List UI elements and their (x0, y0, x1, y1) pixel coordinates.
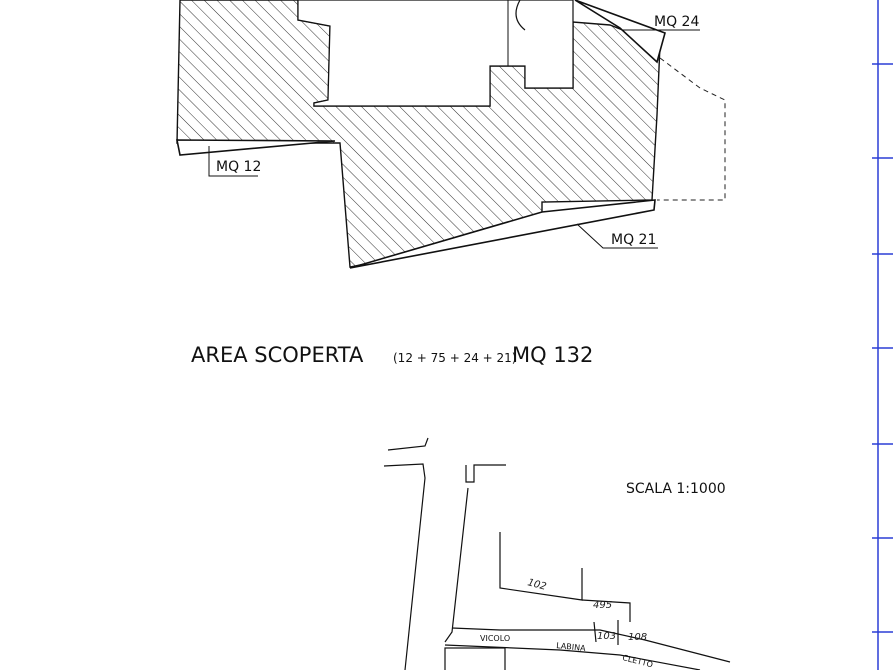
door-arc (515, 0, 526, 31)
cadastral-map (383, 437, 731, 670)
map-parcel-line (581, 599, 631, 622)
scale-label: SCALA 1:1000 (626, 481, 726, 497)
area-formula: (12 + 75 + 24 + 21) (393, 351, 517, 365)
street-word-cletto: CLETTO (622, 653, 654, 669)
mq12-label: MQ 12 (216, 159, 261, 175)
dashed-boundary (657, 57, 726, 201)
map-street-edge-left (387, 437, 429, 451)
parcel-label-102: 102 (526, 577, 547, 593)
page-ruler (872, 0, 893, 670)
mq21-strip (349, 199, 656, 269)
map-street-edge-mid (465, 464, 506, 483)
open-area-plan (176, 0, 726, 269)
map-street-edge-mid2 (444, 487, 469, 643)
map-tick2 (593, 621, 597, 643)
map-building-block (444, 647, 506, 670)
street-word-vicolo: VICOLO (480, 634, 510, 643)
parcel-label-495: 495 (593, 600, 612, 611)
area-total: MQ 132 (512, 343, 593, 367)
map-parcel-102 (499, 532, 583, 601)
map-street-road (451, 627, 731, 663)
mq21-leader (576, 223, 658, 249)
mq12-leader (208, 146, 258, 177)
mq24-strip (574, 0, 666, 64)
map-street-edge-left2 (383, 463, 426, 670)
mq12-strip (176, 139, 336, 156)
street-word-labina: LABINA (556, 641, 587, 653)
parcel-label-108: 108 (628, 632, 647, 643)
building-footprint (297, 0, 574, 107)
area-title: AREA SCOPERTA (191, 343, 364, 367)
mq24-label: MQ 24 (654, 14, 699, 30)
mq21-label: MQ 21 (611, 232, 656, 248)
parcel-label-103: 103 (597, 631, 616, 642)
